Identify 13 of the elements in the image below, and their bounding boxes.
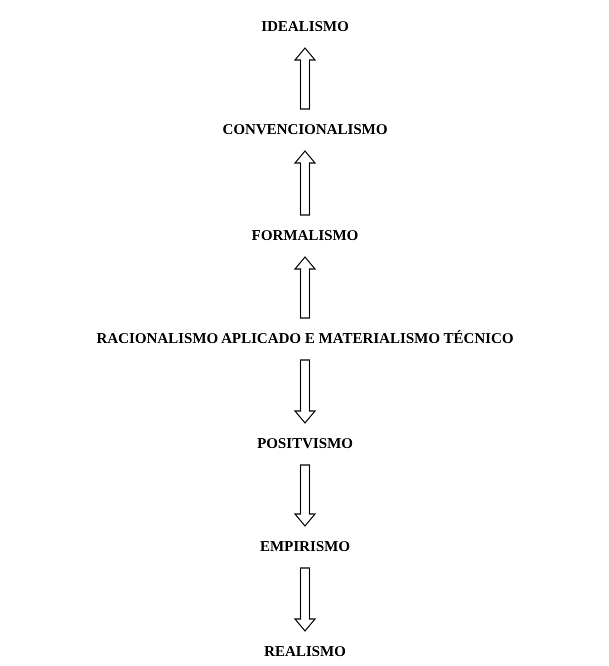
concept-label: RACIONALISMO APLICADO E MATERIALISMO TÉCNICO: [96, 330, 514, 348]
concept-label: CONVENCIONALISMO: [222, 121, 388, 139]
concept-label: EMPIRISMO: [260, 538, 350, 556]
block-arrow: [294, 150, 316, 216]
block-arrow: [294, 359, 316, 424]
concept-label: REALISMO: [264, 643, 346, 661]
concept-label: POSITVISMO: [257, 435, 353, 453]
block-arrow: [294, 47, 316, 110]
concept-label: IDEALISMO: [261, 18, 349, 36]
block-arrow: [294, 464, 316, 527]
concept-label: FORMALISMO: [252, 227, 358, 245]
block-arrow: [294, 256, 316, 319]
block-arrow: [294, 567, 316, 632]
